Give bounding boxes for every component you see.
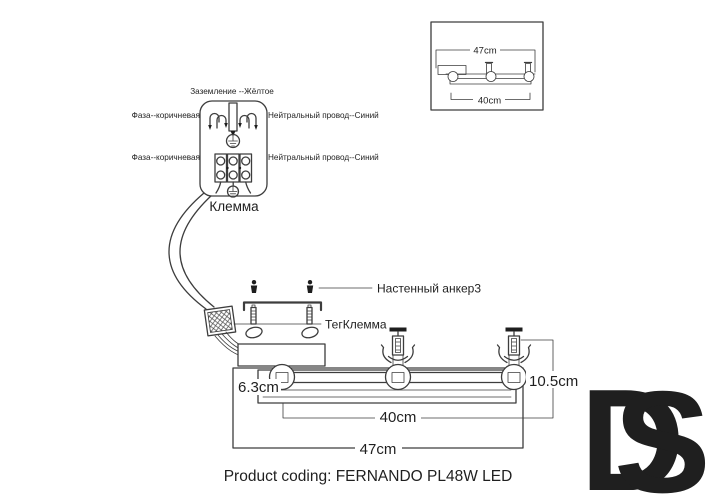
product-coding-text: Product coding: FERNANDO PL48W LED <box>224 468 513 485</box>
earth-symbol-icon <box>226 185 240 198</box>
mount-circle <box>384 363 412 391</box>
terminal-strip <box>214 153 253 183</box>
neutral-wire-label-top: Нейтральный провод--Синий <box>268 111 379 120</box>
head-height-dimension: 10.5cm <box>529 373 578 390</box>
neutral-wire-label-bottom: Нейтральный провод--Синий <box>268 153 379 162</box>
logo-letter-s: S <box>614 361 711 500</box>
phase-wire-label-bottom: Фаза--коричневая <box>132 153 200 162</box>
ground-wire-label: Заземление --Жёлтое <box>190 87 274 96</box>
wall-anchor-icon <box>250 280 258 293</box>
neutral-wire-hooks <box>238 112 258 130</box>
mount-span-dimension: 40cm <box>380 409 417 426</box>
terminal-block <box>199 100 268 198</box>
ds-logo: D S <box>580 359 711 500</box>
inset-overview: 47cm 40cm <box>430 21 544 111</box>
supply-cable-wires <box>168 192 215 310</box>
logo-letter-d: D <box>580 359 685 500</box>
wall-anchor-label: Настенный анкер3 <box>377 282 481 296</box>
earth-symbol-icon <box>225 133 241 149</box>
mount-circle <box>500 363 528 391</box>
inset-overall-width: 47cm <box>473 46 496 57</box>
washer-icon <box>301 326 319 339</box>
lamp-head <box>380 327 416 366</box>
phase-wire-label-top: Фаза--коричневая <box>132 111 200 120</box>
fixture-drawing: 6.3cm 10.5cm 40cm 47cm <box>232 326 580 458</box>
washer-icon <box>245 326 263 339</box>
driver-box <box>237 343 326 367</box>
terminal-block-label: Клемма <box>209 199 259 214</box>
clamp-label: ТегКлемма <box>325 318 387 332</box>
dimension-line-10-5cm <box>520 339 554 419</box>
screw-icon <box>306 304 313 325</box>
wall-anchor-icon <box>306 280 314 293</box>
screw-icon <box>250 304 257 325</box>
mounting-bracket <box>242 301 323 312</box>
overall-width-dimension: 47cm <box>360 441 397 458</box>
junction-box <box>203 305 237 337</box>
bar-height-dimension: 6.3cm <box>238 379 279 396</box>
inset-mount-span: 40cm <box>478 96 501 107</box>
phase-wire-hooks <box>208 112 228 130</box>
